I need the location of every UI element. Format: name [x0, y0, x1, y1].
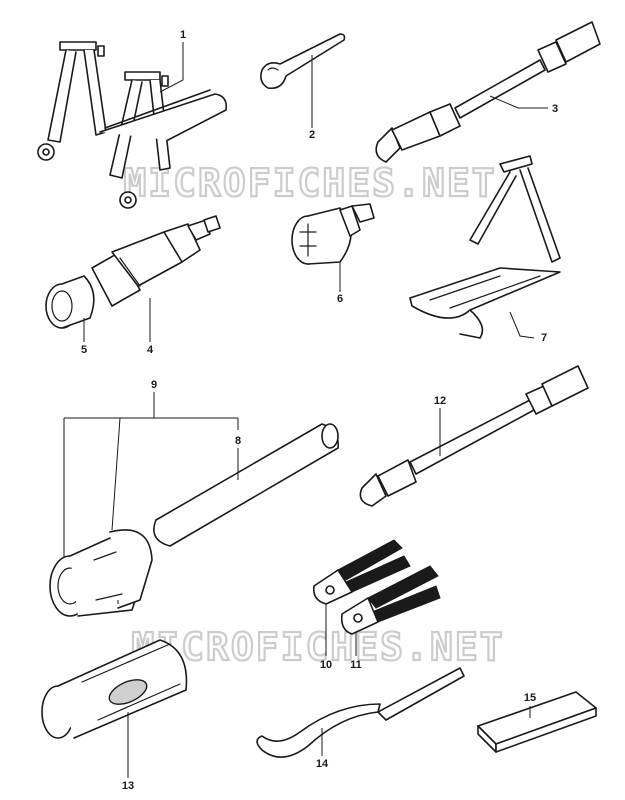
leader-3	[489, 95, 548, 109]
part-8-tube	[153, 423, 339, 547]
callout-6: 6	[337, 293, 343, 305]
part-7-front-stand	[409, 155, 561, 339]
callout-7: 7	[541, 332, 547, 344]
part-3-slide-hammer	[375, 21, 601, 163]
part-14-hook-spanner	[256, 667, 465, 758]
part-2-pin-spanner	[260, 33, 346, 90]
part-9-ring-nut-assembly	[49, 529, 153, 617]
part-15-plate	[477, 691, 597, 753]
callout-2: 2	[309, 129, 315, 141]
callout-11: 11	[350, 659, 362, 671]
watermark-bottom: MICROFICHES.NET	[131, 625, 504, 669]
callout-3: 3	[552, 103, 558, 115]
part-13-split-sleeve	[41, 639, 188, 739]
part-12-long-bar	[359, 365, 589, 507]
callout-15: 15	[524, 692, 536, 704]
part-5-sleeve	[45, 275, 95, 329]
leader-1	[159, 42, 184, 93]
callout-8: 8	[235, 435, 241, 447]
callout-5: 5	[81, 344, 87, 356]
callout-9: 9	[151, 379, 157, 391]
callout-4: 4	[147, 344, 154, 356]
callout-14: 14	[316, 758, 329, 770]
watermark-top: MICROFICHES.NET	[123, 161, 496, 205]
callout-10: 10	[320, 659, 332, 671]
part-4-puller	[91, 215, 221, 307]
part-10-pliers	[312, 539, 411, 605]
leader-7	[509, 311, 535, 339]
callout-1: 1	[180, 29, 186, 41]
leader-9	[63, 392, 239, 560]
part-11-pliers	[340, 565, 441, 635]
part-6-adapter	[291, 203, 375, 265]
callout-13: 13	[122, 780, 134, 792]
part-1-paddock-stand	[37, 41, 228, 209]
callout-12: 12	[434, 395, 446, 407]
